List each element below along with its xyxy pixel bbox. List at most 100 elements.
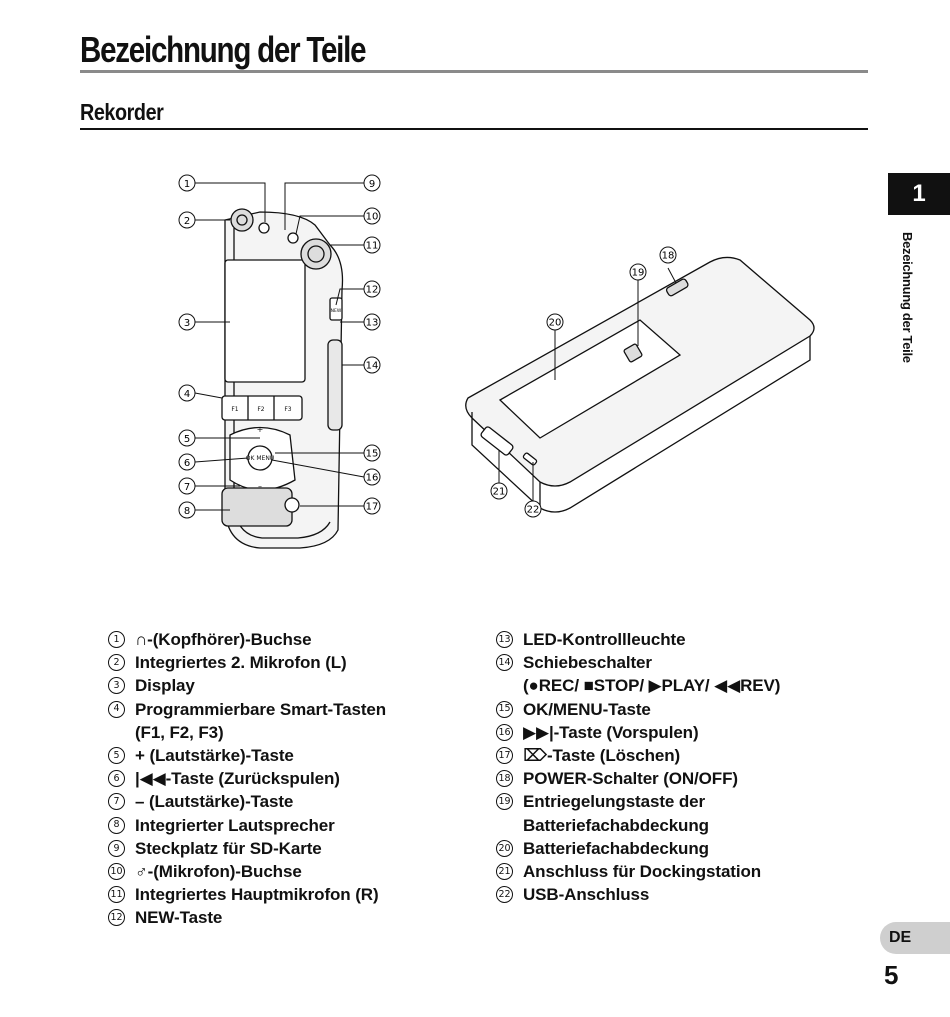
callout-13: 13 bbox=[363, 313, 381, 331]
legend-number: 21 bbox=[496, 863, 513, 881]
legend-text: Anschluss für Dockingstation bbox=[523, 862, 762, 882]
legend-item: 9 Steckplatz für SD-Karte bbox=[108, 837, 478, 860]
svg-text:4: 4 bbox=[184, 389, 190, 400]
f3-label: F3 bbox=[284, 406, 291, 413]
callout-6: 6 bbox=[178, 453, 196, 471]
callout-4: 4 bbox=[178, 384, 196, 402]
callout-19: 19 bbox=[629, 263, 647, 281]
svg-text:8: 8 bbox=[184, 506, 190, 517]
recorder-figure: 1 2 3 4 5 6 7 8 9 10 11 12 13 14 15 16 1… bbox=[150, 150, 830, 590]
chapter-side-label: Bezeichnung der Teile bbox=[895, 232, 917, 392]
legend-item: 4 Programmierbare Smart-Tasten (F1, F2, F… bbox=[108, 698, 478, 744]
callout-18: 18 bbox=[659, 246, 677, 264]
plus-label: + bbox=[257, 425, 264, 434]
erase-button bbox=[284, 497, 300, 513]
main-mic bbox=[300, 238, 332, 270]
svg-text:19: 19 bbox=[632, 268, 645, 279]
chapter-tab: 1 bbox=[888, 173, 950, 215]
callout-15: 15 bbox=[363, 444, 381, 462]
page-number: 5 bbox=[884, 960, 899, 990]
legend-text: |◀◀-Taste (Zurückspulen) bbox=[135, 769, 340, 789]
callout-11: 11 bbox=[363, 236, 381, 254]
legend-item: 5 + (Lautstärke)-Taste bbox=[108, 744, 478, 767]
callout-1: 1 bbox=[178, 174, 196, 192]
legend-number: 4 bbox=[108, 700, 125, 718]
callout-16: 16 bbox=[363, 468, 381, 486]
legend-text: Programmierbare Smart-Tasten (F1, F2, F3… bbox=[135, 699, 387, 742]
callout-12: 12 bbox=[363, 280, 381, 298]
f1-label: F1 bbox=[231, 406, 238, 413]
legend-text: ♂-(Mikrofon)-Buchse bbox=[135, 862, 302, 882]
speaker-grille bbox=[221, 487, 293, 527]
f2-label: F2 bbox=[257, 406, 264, 413]
power-switch bbox=[665, 278, 689, 297]
section-title: Rekorder bbox=[80, 99, 164, 125]
chapter-side-label-text: Bezeichnung der Teile bbox=[900, 232, 915, 363]
recorder-illustration: 1 2 3 4 5 6 7 8 9 10 11 12 13 14 15 16 1… bbox=[178, 174, 815, 549]
svg-text:20: 20 bbox=[549, 318, 562, 329]
f-buttons bbox=[221, 395, 303, 421]
legend-text: ∩-(Kopfhörer)-Buchse bbox=[135, 630, 312, 649]
svg-text:1: 1 bbox=[184, 179, 190, 190]
release-button bbox=[623, 343, 643, 363]
legend-item: 10♂-(Mikrofon)-Buchse bbox=[108, 860, 478, 883]
mic-jack bbox=[287, 232, 299, 244]
svg-text:3: 3 bbox=[184, 318, 190, 329]
callout-14: 14 bbox=[363, 356, 381, 374]
svg-text:12: 12 bbox=[366, 285, 379, 296]
legend-item: 6 |◀◀-Taste (Zurückspulen) bbox=[108, 767, 478, 790]
legend-text: + (Lautstärke)-Taste bbox=[135, 746, 294, 766]
legend-number: 9 bbox=[108, 839, 125, 857]
svg-text:22: 22 bbox=[527, 505, 540, 516]
page-title: Bezeichnung der Teile bbox=[80, 29, 367, 70]
legend-text: NEW-Taste bbox=[135, 908, 223, 928]
legend-item: 17 ⌦-Taste (Löschen) bbox=[496, 744, 856, 767]
legend-item: 16▶▶|-Taste (Vorspulen) bbox=[496, 721, 856, 744]
legend-text: Batteriefachabdeckung bbox=[523, 838, 709, 858]
dock-port bbox=[480, 426, 514, 456]
legend-item: 3 Display bbox=[108, 674, 478, 697]
callout-2: 2 bbox=[178, 211, 196, 229]
svg-text:15: 15 bbox=[366, 449, 379, 460]
callout-9: 9 bbox=[363, 174, 381, 192]
legend-text: Steckplatz für SD-Karte bbox=[135, 838, 322, 858]
legend-text: Display bbox=[135, 676, 195, 696]
legend-number: 13 bbox=[496, 631, 513, 648]
legend-number: 3 bbox=[108, 677, 125, 695]
svg-text:17: 17 bbox=[366, 502, 379, 513]
callout-3: 3 bbox=[178, 313, 196, 331]
callout-21: 21 bbox=[490, 482, 508, 500]
legend-number: 6 bbox=[108, 770, 125, 788]
mic-left bbox=[230, 208, 254, 232]
legend-number: 5 bbox=[108, 747, 125, 765]
headphone-jack bbox=[258, 222, 270, 234]
legend-number: 18 bbox=[496, 770, 513, 788]
legend-number: 14 bbox=[496, 654, 513, 672]
legend-text: POWER-Schalter (ON/OFF) bbox=[523, 769, 738, 789]
legend-number: 17 bbox=[496, 747, 513, 765]
legend-text: Integrierter Lautsprecher bbox=[135, 815, 335, 835]
legend-item: 21 Anschluss für Dockingstation bbox=[496, 860, 856, 883]
legend-number: 15 bbox=[496, 700, 513, 718]
svg-text:14: 14 bbox=[366, 361, 379, 372]
legend-number: 16 bbox=[496, 723, 513, 741]
legend-text: – (Lautstärke)-Taste bbox=[135, 792, 294, 812]
new-label: NEW bbox=[331, 308, 342, 314]
legend-text: Entriegelungstaste der Batteriefachabdec… bbox=[523, 792, 709, 835]
legend-text: USB-Anschluss bbox=[523, 885, 650, 905]
callout-17: 17 bbox=[363, 497, 381, 515]
svg-text:13: 13 bbox=[366, 318, 379, 329]
callout-8: 8 bbox=[178, 501, 196, 519]
legend-number: 2 bbox=[108, 654, 125, 672]
legend-item: 18 POWER-Schalter (ON/OFF) bbox=[496, 767, 856, 790]
callout-5: 5 bbox=[178, 429, 196, 447]
legend-text: Integriertes 2. Mikrofon (L) bbox=[135, 653, 347, 673]
legend-text: ⌦-Taste (Löschen) bbox=[523, 746, 681, 766]
svg-text:16: 16 bbox=[366, 473, 379, 484]
